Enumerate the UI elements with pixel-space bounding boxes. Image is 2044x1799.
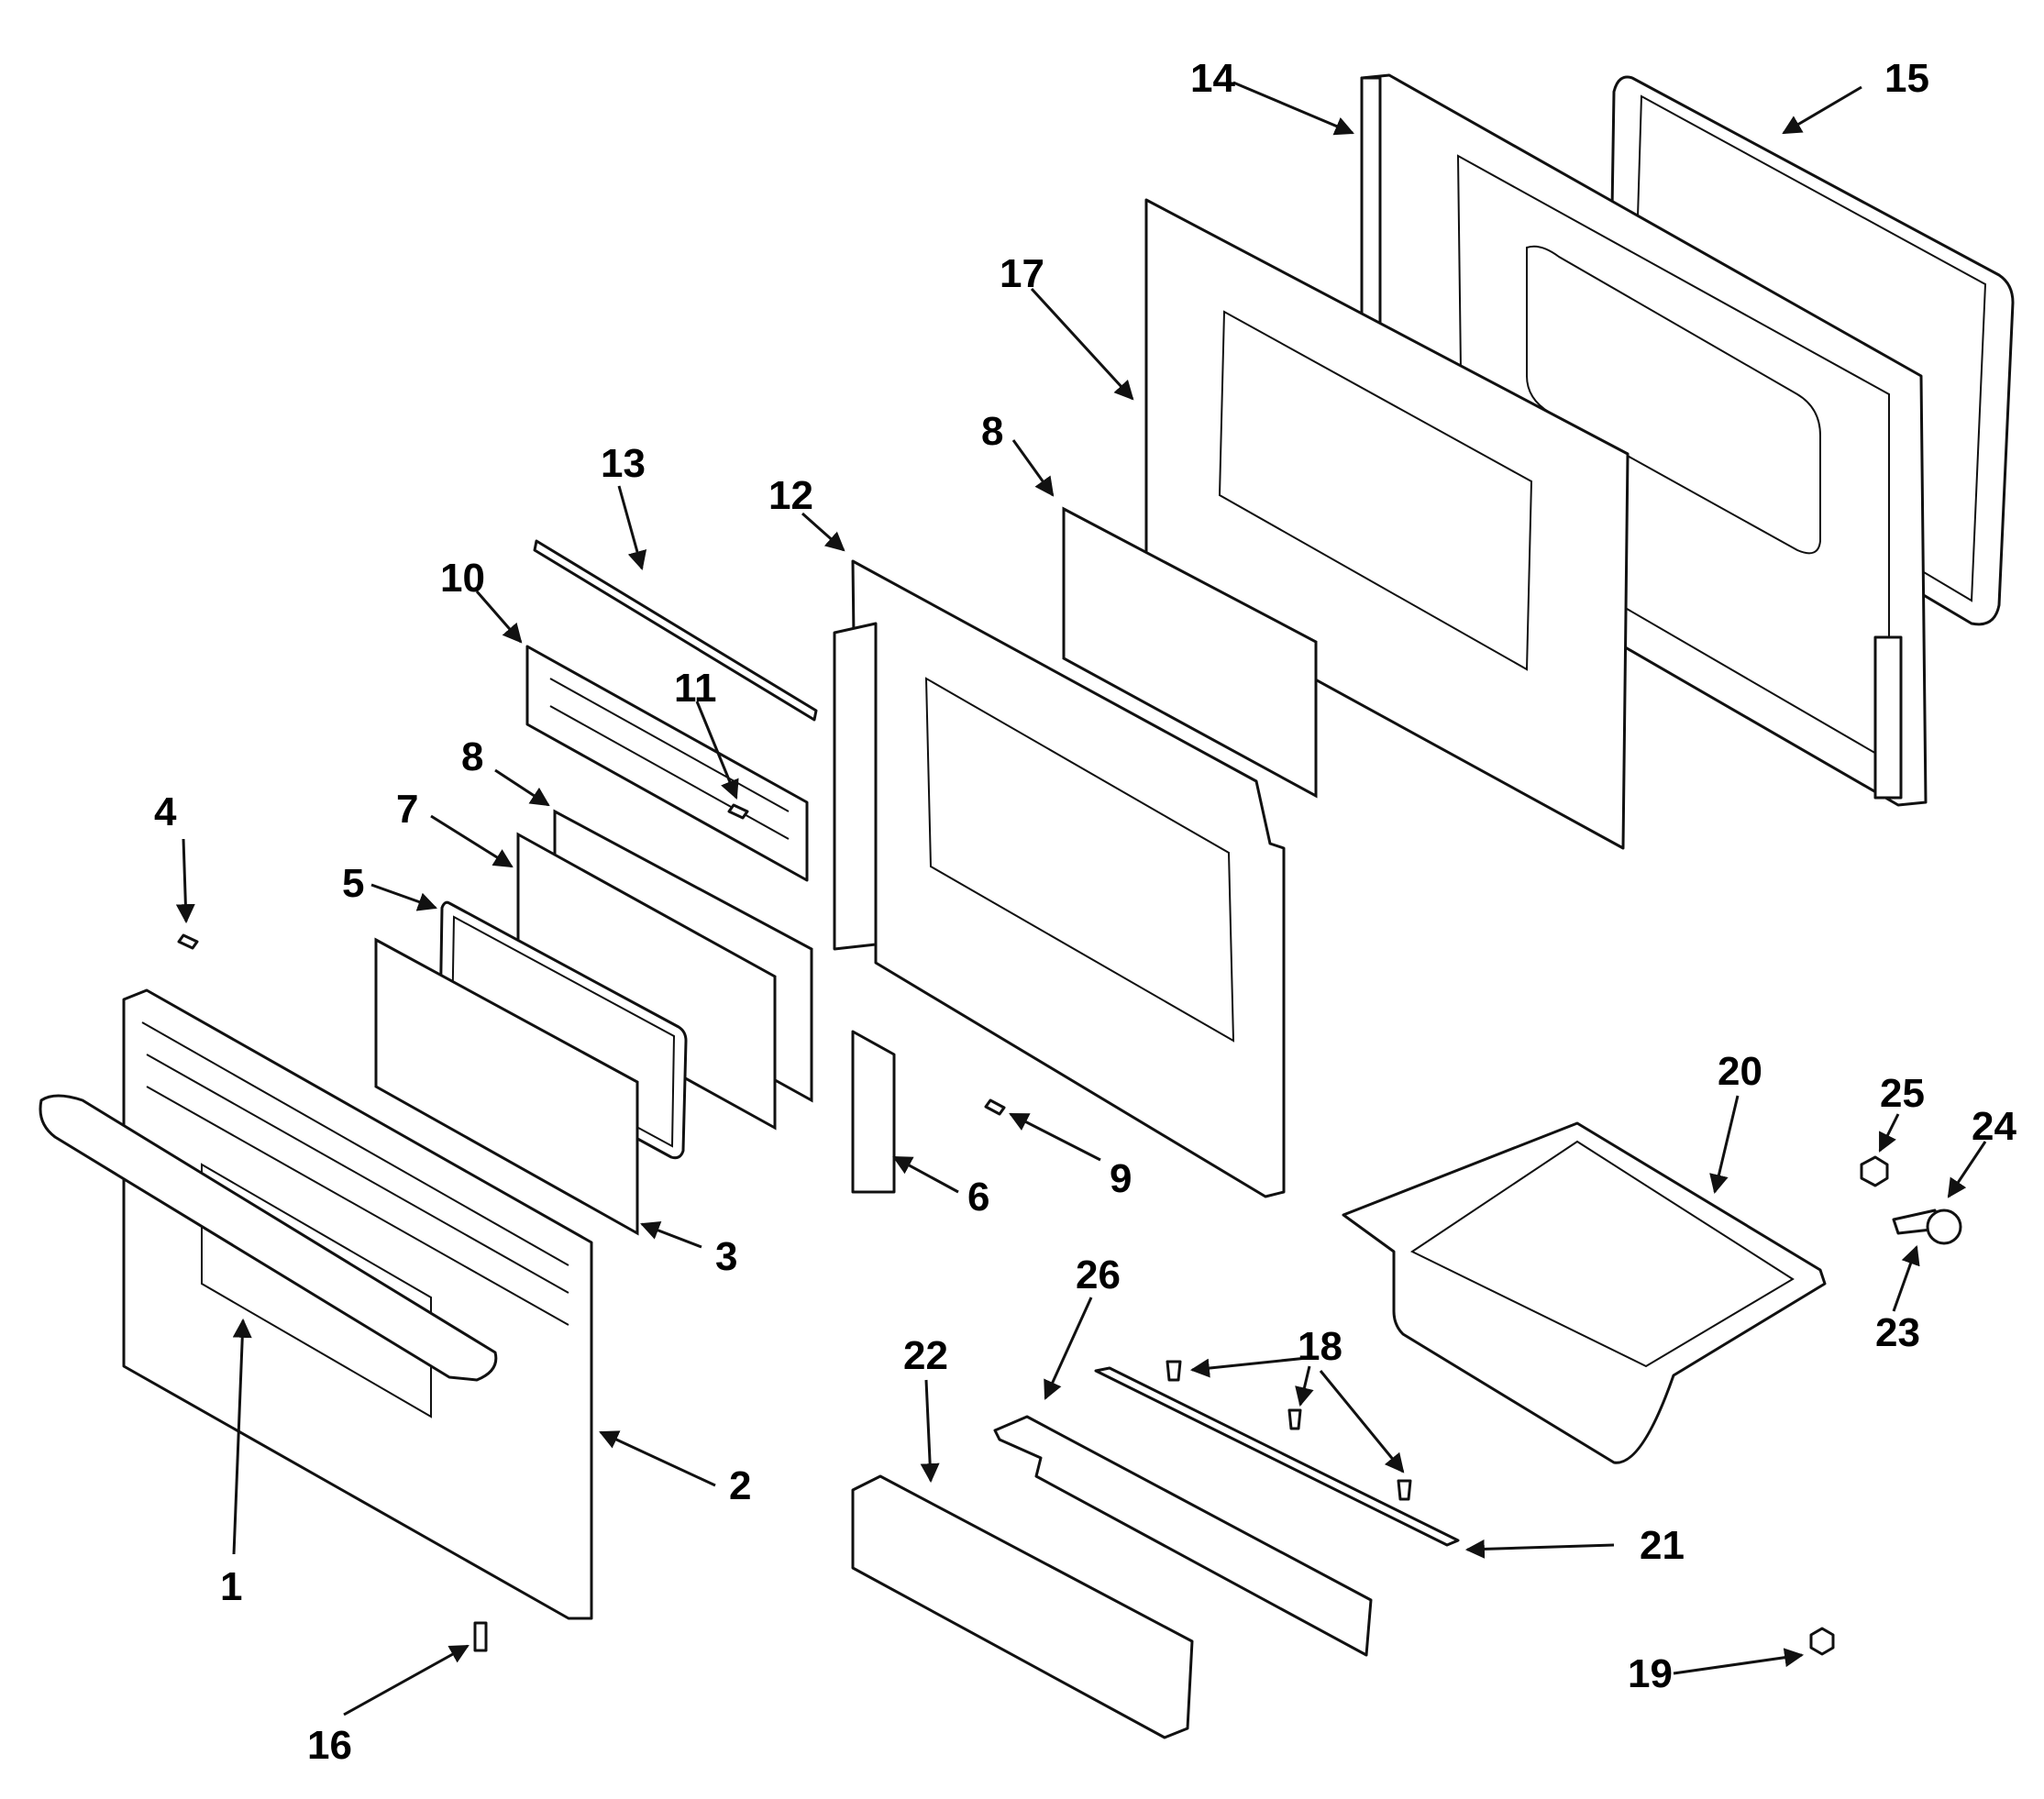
part-door-liner: [833, 559, 1286, 1198]
part-door-frame: [1144, 198, 1630, 850]
leader-11: [695, 701, 739, 800]
leader-3: [640, 1220, 702, 1249]
leader-8b: [494, 768, 550, 807]
leader-2: [599, 1430, 716, 1487]
callout-13: 13: [601, 441, 646, 486]
part-drawer-trim: [993, 1415, 1373, 1657]
part-nut-19: [1809, 1627, 1835, 1656]
callout-23: 23: [1875, 1310, 1920, 1355]
leader-5: [370, 883, 437, 911]
part-screw-11: [727, 803, 749, 820]
callout-12: 12: [768, 473, 813, 518]
part-drawer-front: [851, 1474, 1194, 1739]
leader-18a: [1189, 1355, 1317, 1378]
leader-25: [1878, 1113, 1900, 1153]
callout-1: 1: [220, 1564, 242, 1609]
callout-22: 22: [903, 1333, 948, 1378]
callout-24: 24: [1972, 1104, 2016, 1149]
part-drawer-pan: [1342, 1121, 1827, 1464]
part-nut-25: [1860, 1155, 1889, 1187]
part-glass-panel-7: [516, 832, 777, 1131]
leader-4: [175, 838, 195, 924]
part-hinge-bracket: [851, 1030, 896, 1194]
part-drawer-roller: [1892, 1209, 1962, 1245]
callout-5: 5: [342, 861, 364, 906]
leader-18c: [1319, 1370, 1405, 1473]
part-glass-panel-upper: [1062, 506, 1318, 799]
leader-10: [475, 590, 523, 644]
callout-16: 16: [307, 1723, 352, 1768]
part-outer-glass: [374, 937, 639, 1236]
part-vent-bracket: [525, 645, 809, 882]
callout-10: 10: [440, 556, 485, 601]
callout-9: 9: [1110, 1156, 1132, 1201]
callout-labels: 1 2 3 4 5 6 7 8 8 9 10 11 12 13 14 15 16…: [154, 56, 2016, 1768]
callout-18: 18: [1298, 1324, 1342, 1369]
callout-19: 19: [1628, 1651, 1673, 1696]
callout-8-lower: 8: [461, 734, 483, 779]
part-screw-16: [473, 1621, 488, 1652]
leader-22: [920, 1379, 940, 1484]
leader-24: [1947, 1141, 1987, 1198]
part-door-handle: [39, 1094, 498, 1382]
callout-2: 2: [729, 1463, 751, 1508]
callout-17: 17: [1000, 251, 1044, 296]
callout-21: 21: [1640, 1523, 1685, 1568]
part-screws-18: [1166, 1360, 1412, 1501]
callout-7: 7: [396, 787, 418, 832]
callout-25: 25: [1880, 1071, 1925, 1116]
part-vent-strip: [533, 539, 818, 722]
part-inner-door-panel: [1360, 73, 1928, 807]
callout-15: 15: [1884, 56, 1929, 101]
callout-8-upper: 8: [981, 409, 1003, 454]
part-drawer-rail: [1094, 1366, 1460, 1547]
leader-1: [232, 1318, 252, 1555]
leader-20: [1709, 1095, 1740, 1195]
leader-14: [1232, 81, 1354, 136]
leader-18b: [1295, 1365, 1314, 1407]
leader-15: [1782, 85, 1862, 135]
leader-16: [343, 1644, 470, 1716]
leader-23: [1892, 1245, 1920, 1312]
callout-6: 6: [967, 1175, 989, 1220]
leader-8a: [1011, 439, 1055, 497]
leader-13: [617, 485, 647, 571]
leader-19: [1673, 1648, 1805, 1675]
part-screw-9: [984, 1098, 1006, 1116]
callout-4: 4: [154, 789, 177, 834]
callout-11: 11: [674, 666, 717, 711]
leader-lines: [175, 81, 1987, 1716]
leader-21: [1464, 1539, 1615, 1559]
leader-7: [430, 814, 514, 868]
callout-14: 14: [1190, 56, 1235, 101]
part-screw-4: [177, 933, 199, 950]
callout-20: 20: [1718, 1049, 1762, 1094]
leader-17: [1030, 287, 1134, 401]
leader-12: [801, 512, 845, 552]
callout-3: 3: [715, 1234, 737, 1279]
callout-26: 26: [1076, 1253, 1121, 1297]
leader-6: [892, 1155, 959, 1194]
leader-26: [1044, 1297, 1093, 1400]
leader-9: [1009, 1112, 1101, 1162]
